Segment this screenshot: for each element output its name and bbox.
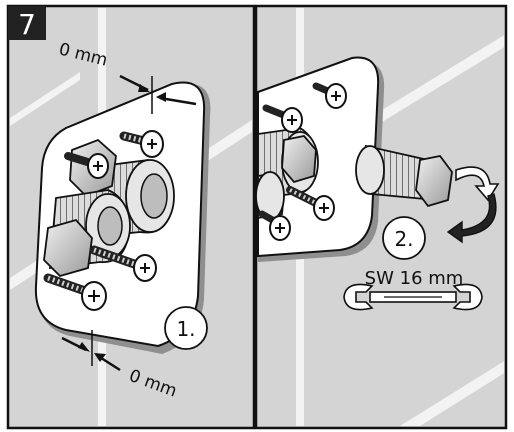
screw-bottom	[43, 273, 107, 311]
screw-r-mid	[286, 186, 335, 221]
screw-mid-left	[64, 152, 109, 179]
screw-r-left	[262, 104, 303, 133]
wrench-size-label: SW 16 mm	[365, 268, 464, 289]
rotation-arrow-icon	[446, 166, 500, 244]
step-1-label: 1.	[176, 317, 195, 341]
wrench-icon	[343, 283, 483, 311]
screw-right	[89, 245, 157, 282]
step-badge: 7	[8, 6, 46, 41]
pipe-fitting-partial-lower	[255, 171, 285, 221]
pipe-fitting-partial-upper	[257, 127, 319, 200]
screw-top	[119, 130, 164, 158]
step-2-label: 2.	[394, 227, 413, 251]
step-number: 7	[18, 8, 36, 41]
screw-r-bottom	[258, 210, 291, 241]
left-panel: 0 mm 0 mm 1. 7	[6, 4, 256, 430]
step-1-marker: 1.	[164, 306, 208, 350]
pipe-fitting-lower	[43, 189, 131, 278]
extension-fitting	[355, 144, 453, 208]
screw-r-top	[312, 82, 347, 109]
step-2-marker: 2.	[382, 216, 426, 260]
right-panel: 2. SW 16 mm	[254, 4, 508, 430]
